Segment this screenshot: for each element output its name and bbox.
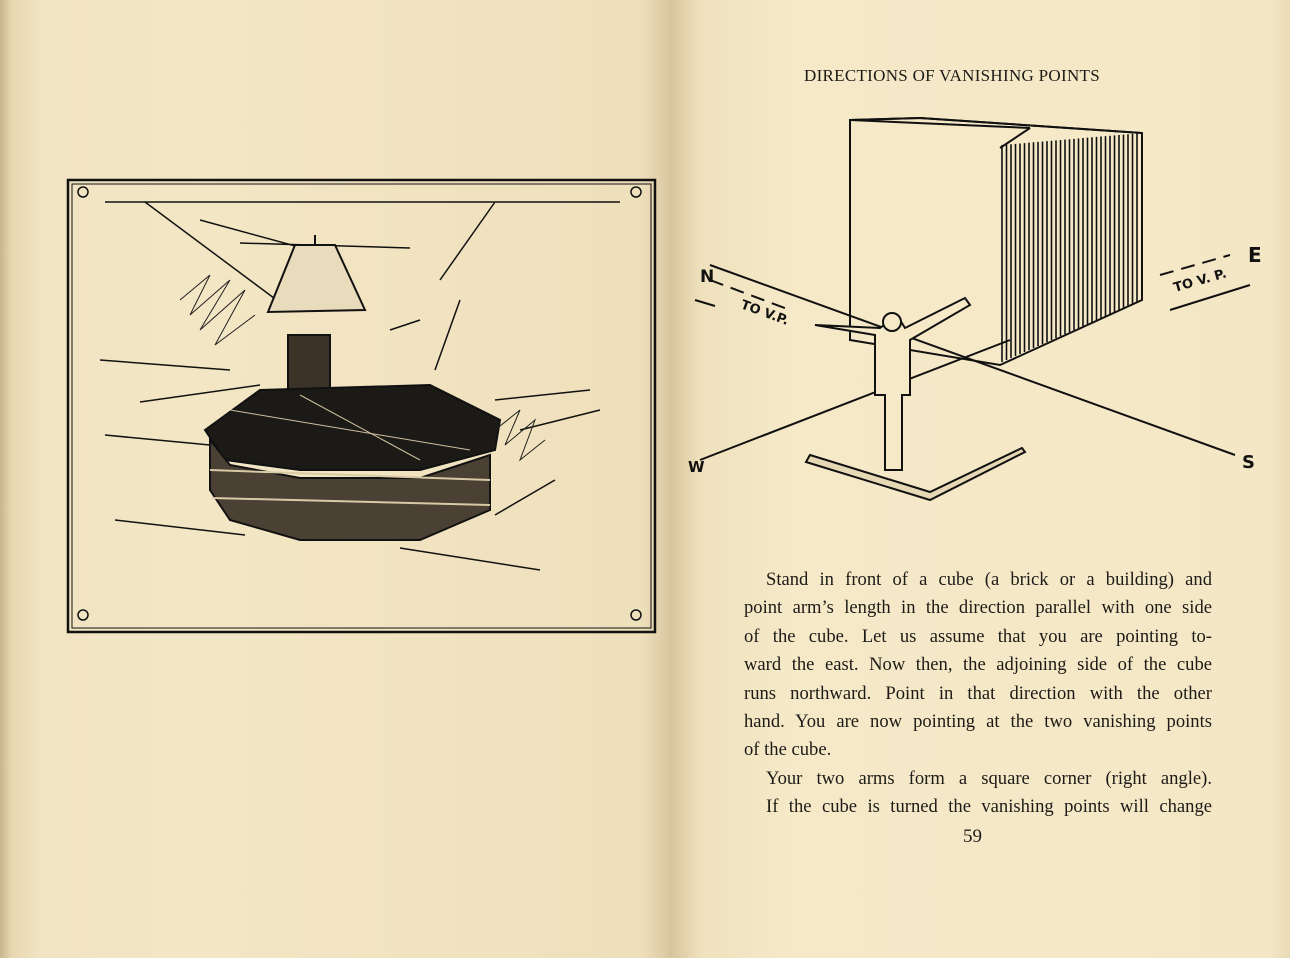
octagonal-table xyxy=(203,383,502,541)
running-heading: DIRECTIONS OF VANISHING POINTS xyxy=(804,66,1100,85)
vanishing-points-figure: (function(){var g=document.currentScript… xyxy=(688,116,1262,502)
hatching xyxy=(179,274,546,462)
cube-shaded-face: (function(){var g=document.currentScript… xyxy=(1001,133,1138,362)
body-text: Stand in front of a cube (a brick or a b… xyxy=(744,566,1212,822)
west-line xyxy=(699,339,1011,461)
label-north: N xyxy=(700,267,714,287)
lamp-shade xyxy=(266,235,367,314)
left-page xyxy=(0,0,670,958)
label-south: S xyxy=(1242,452,1255,473)
text-line: Stand in front of a cube (a brick or a b… xyxy=(766,569,1212,590)
text-line: point arm’s length in the direction para… xyxy=(744,597,1212,619)
text-line: Your two arms form a square corner (righ… xyxy=(766,767,1212,789)
pointing-figure xyxy=(804,296,1027,502)
label-west: W xyxy=(688,458,705,476)
text-line: of the cube. Let us assume that you are … xyxy=(744,625,1212,647)
label-to-vp-right: TO V. P. xyxy=(1172,266,1228,295)
text-line: of the cube. xyxy=(744,739,832,761)
text-line: If the cube is turned the vanishing poin… xyxy=(766,796,1212,818)
page-number: 59 xyxy=(963,826,982,847)
label-to-vp-left: TO V.P. xyxy=(739,298,791,329)
north-south-line xyxy=(709,264,1236,456)
text-line: ward the east. Now then, the adjoining s… xyxy=(744,654,1212,676)
text-line: hand. You are now pointing at the two va… xyxy=(744,711,1212,733)
text-line: runs northward. Point in that direction … xyxy=(744,682,1212,704)
label-east: E xyxy=(1248,243,1262,267)
lamp-table-perspective-illustration xyxy=(66,178,657,634)
